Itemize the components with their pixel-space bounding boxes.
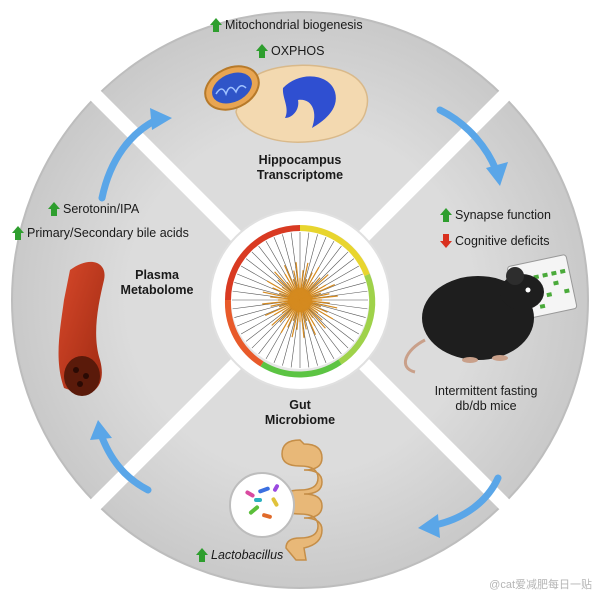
hippocampus-title: Hippocampus Transcriptome [256,153,344,182]
down-arrow-icon [440,234,452,248]
label-cognitive-deficits: Cognitive deficits [440,234,550,248]
quadrant-dividers [87,87,513,513]
gut-title: Gut Microbiome [264,398,336,427]
up-arrow-icon [196,548,208,562]
plasma-title: Plasma Metabolome [120,268,194,297]
intestine-icon [281,439,323,561]
label-serotonin-ipa: Serotonin/IPA [48,202,139,216]
watermark-text: @cat爱减肥每日一贴 [489,579,592,591]
circos-plot-icon [224,225,376,378]
flow-arrow-heads [90,108,508,538]
label-mitochondrial-biogenesis: Mitochondrial biogenesis [210,18,363,32]
up-arrow-icon [256,44,268,58]
mitochondria-icon [204,65,260,111]
flow-arrows [96,106,502,530]
brain-icon [235,64,369,143]
label-lactobacillus: Lactobacillus [196,548,283,562]
bacteria-icon [229,472,295,538]
label-synapse-function: Synapse function [440,208,551,222]
up-arrow-icon [12,226,24,240]
label-bile-acids: Primary/Secondary bile acids [12,226,189,240]
label-oxphos: OXPHOS [256,44,325,58]
fasting-caption: Intermittent fasting db/db mice [434,384,538,413]
blood-vessel-icon [58,261,105,396]
up-arrow-icon [440,208,452,222]
mouse-icon [403,267,544,374]
up-arrow-icon [210,18,222,32]
up-arrow-icon [48,202,60,216]
